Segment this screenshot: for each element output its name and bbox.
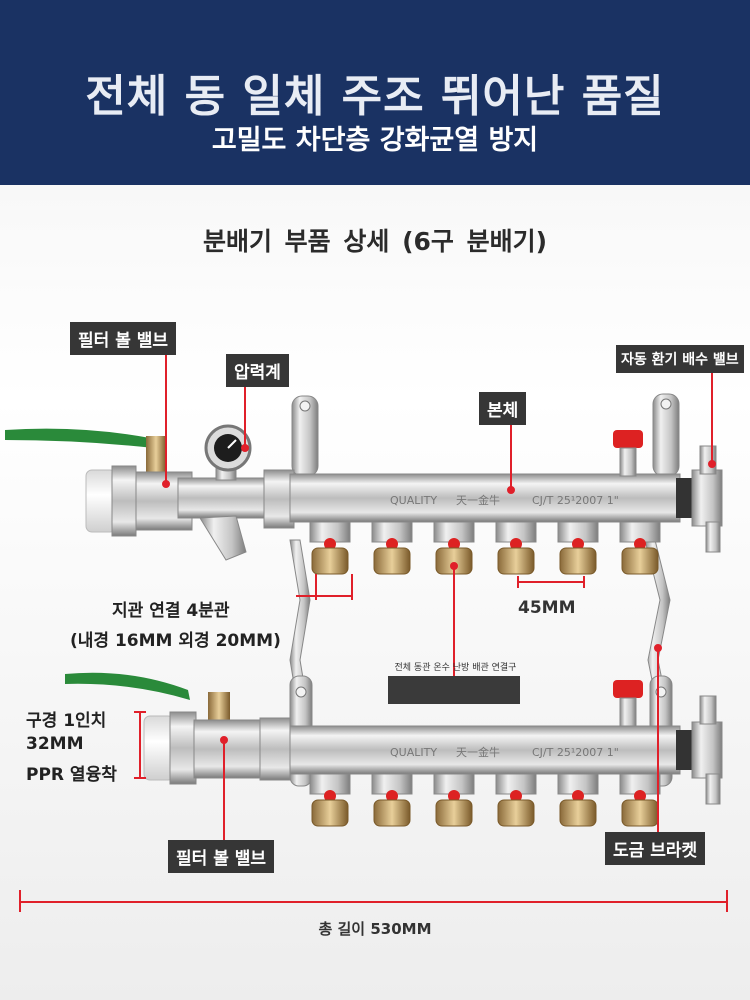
header-subtitle: 고밀도 차단층 강화균열 방지 [211,125,539,156]
valve-handle-bottom [65,672,190,700]
label-inlet-size-1: 구경 1인치 [26,711,107,731]
engraving-quality-top: QUALITY [390,494,437,507]
label-branch-diameter: (내경 16MM 외경 20MM) [70,631,281,651]
top-manifold [5,424,723,561]
engraving-brand-bottom: 天一金牛 [456,745,500,759]
header-title: 전체 동 일체 주조 뛰어난 품질 [85,71,665,122]
label-inlet-size-2: 32MM [26,734,84,754]
engraving-standard-top: CJ/T 25¹2007 1" [532,494,619,507]
engraving-standard-bottom: CJ/T 25¹2007 1" [532,746,619,759]
section-title: 분배기 부품 상세 (6구 분배기) [202,227,548,256]
bottom-outlets [309,773,661,827]
pointer-lines [19,352,728,912]
top-outlets [309,521,661,575]
caption-plate [388,676,520,704]
label-filter-ball-valve-top: 필터 볼 밸브 [70,322,177,355]
label-body: 본체 [479,392,527,425]
valve-handle-top [5,428,154,448]
vent-cap-top [613,430,643,448]
label-total-length: 총 길이 530MM [318,920,432,938]
label-spacing: 45MM [518,598,576,618]
bracket-right [644,393,680,787]
engraving-brand-top: 天一金牛 [456,493,500,507]
label-plated-bracket: 도금 브라켓 [605,832,706,865]
header-banner: 전체 동 일체 주조 뛰어난 품질 고밀도 차단층 강화균열 방지 [0,0,750,185]
label-auto-vent-drain-valve: 자동 환기 배수 밸브 [616,345,744,373]
vent-cap-bottom [613,680,643,698]
label-pressure-gauge: 압력계 [226,354,289,387]
label-branch-connection: 지관 연결 4분관 [112,601,230,621]
engraving-quality-bottom: QUALITY [390,746,437,759]
caption-plate-text: 전체 동관 온수 난방 배관 연결구 [394,663,517,673]
label-inlet-size-3: PPR 열융착 [26,765,117,785]
bottom-manifold [65,672,723,805]
label-filter-ball-valve-bottom: 필터 볼 밸브 [168,840,275,873]
